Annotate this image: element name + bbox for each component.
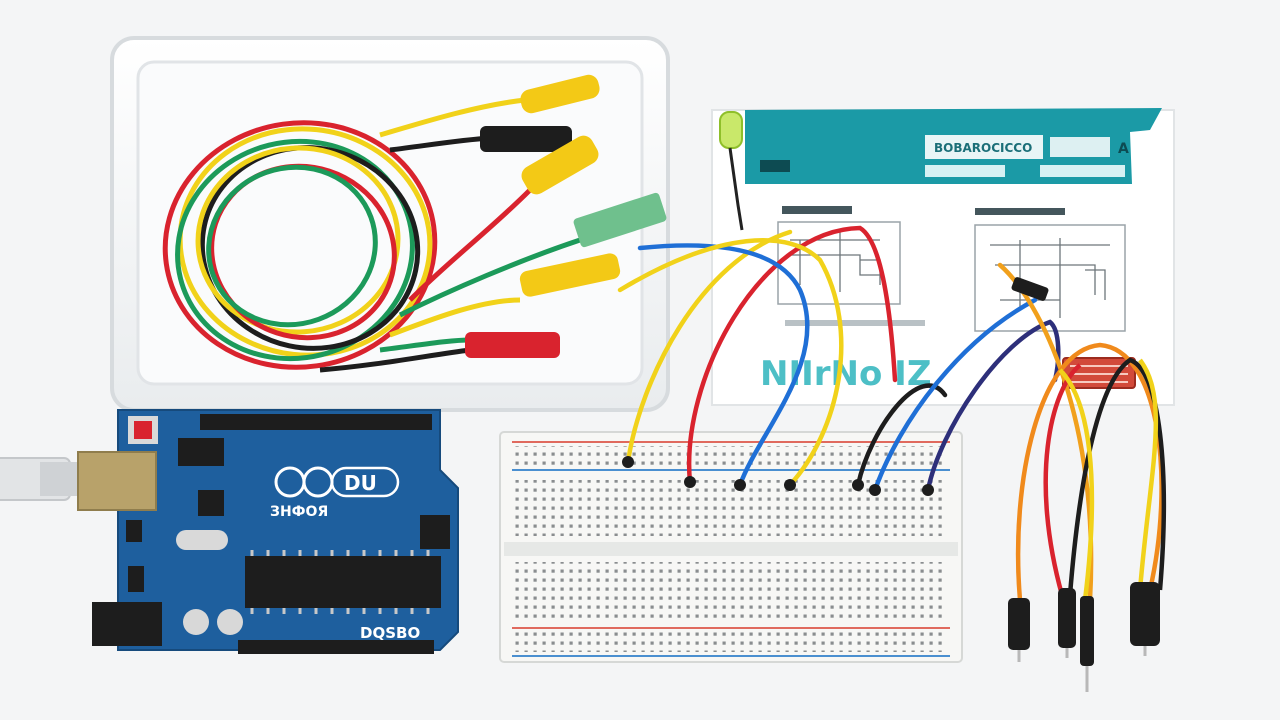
probe-tips <box>1008 582 1160 692</box>
usb-cable <box>0 457 80 501</box>
arduino-board: DU ЗНФОЯ DQSBO <box>77 409 459 654</box>
sheet-tag: A <box>1118 141 1129 157</box>
board-name: ЗНФОЯ <box>270 504 328 520</box>
board-logo-text: DU <box>344 471 377 495</box>
jumper-tips <box>622 277 1049 496</box>
lead-connectors <box>465 74 667 358</box>
breadboard <box>499 431 963 663</box>
board-bottom-text: DQSBO <box>360 624 420 642</box>
led <box>719 111 744 231</box>
sheet-big-text: NIIrNo IZ <box>760 354 931 394</box>
probe-wires <box>1015 342 1166 601</box>
sheet-title: BOBAROCICCO <box>934 141 1032 155</box>
wire-coil <box>162 120 438 370</box>
